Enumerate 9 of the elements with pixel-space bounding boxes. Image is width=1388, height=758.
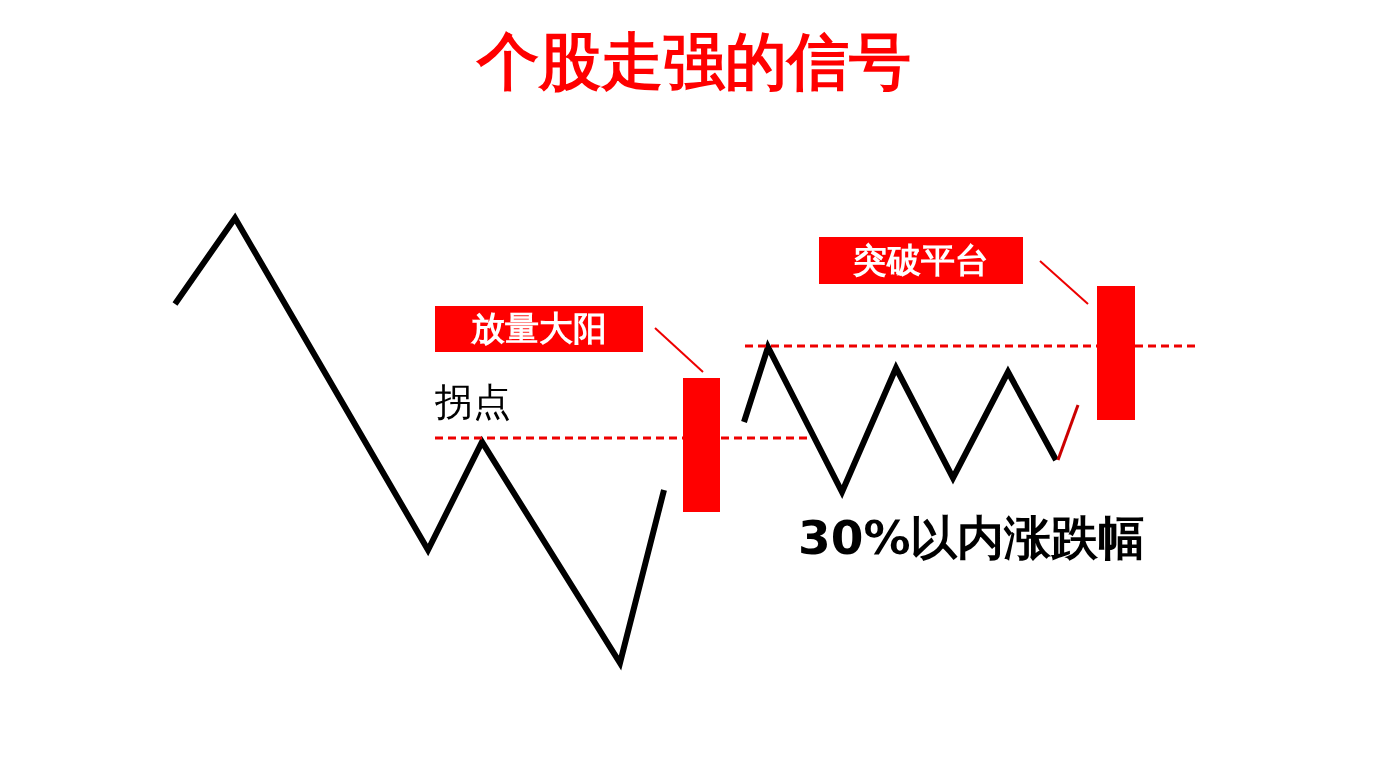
leader-line xyxy=(654,327,704,373)
candlestick-bar xyxy=(683,378,720,512)
candlestick-bar xyxy=(1097,286,1135,420)
callout-box: 突破平台 xyxy=(819,237,1023,284)
range-annotation: 30%以内涨跌幅 xyxy=(798,510,1146,567)
callout-box: 放量大阳 xyxy=(435,306,643,352)
chart-annotation: 拐点 xyxy=(435,380,511,426)
leader-line xyxy=(1039,260,1089,305)
title: 个股走强的信号 xyxy=(477,25,911,98)
